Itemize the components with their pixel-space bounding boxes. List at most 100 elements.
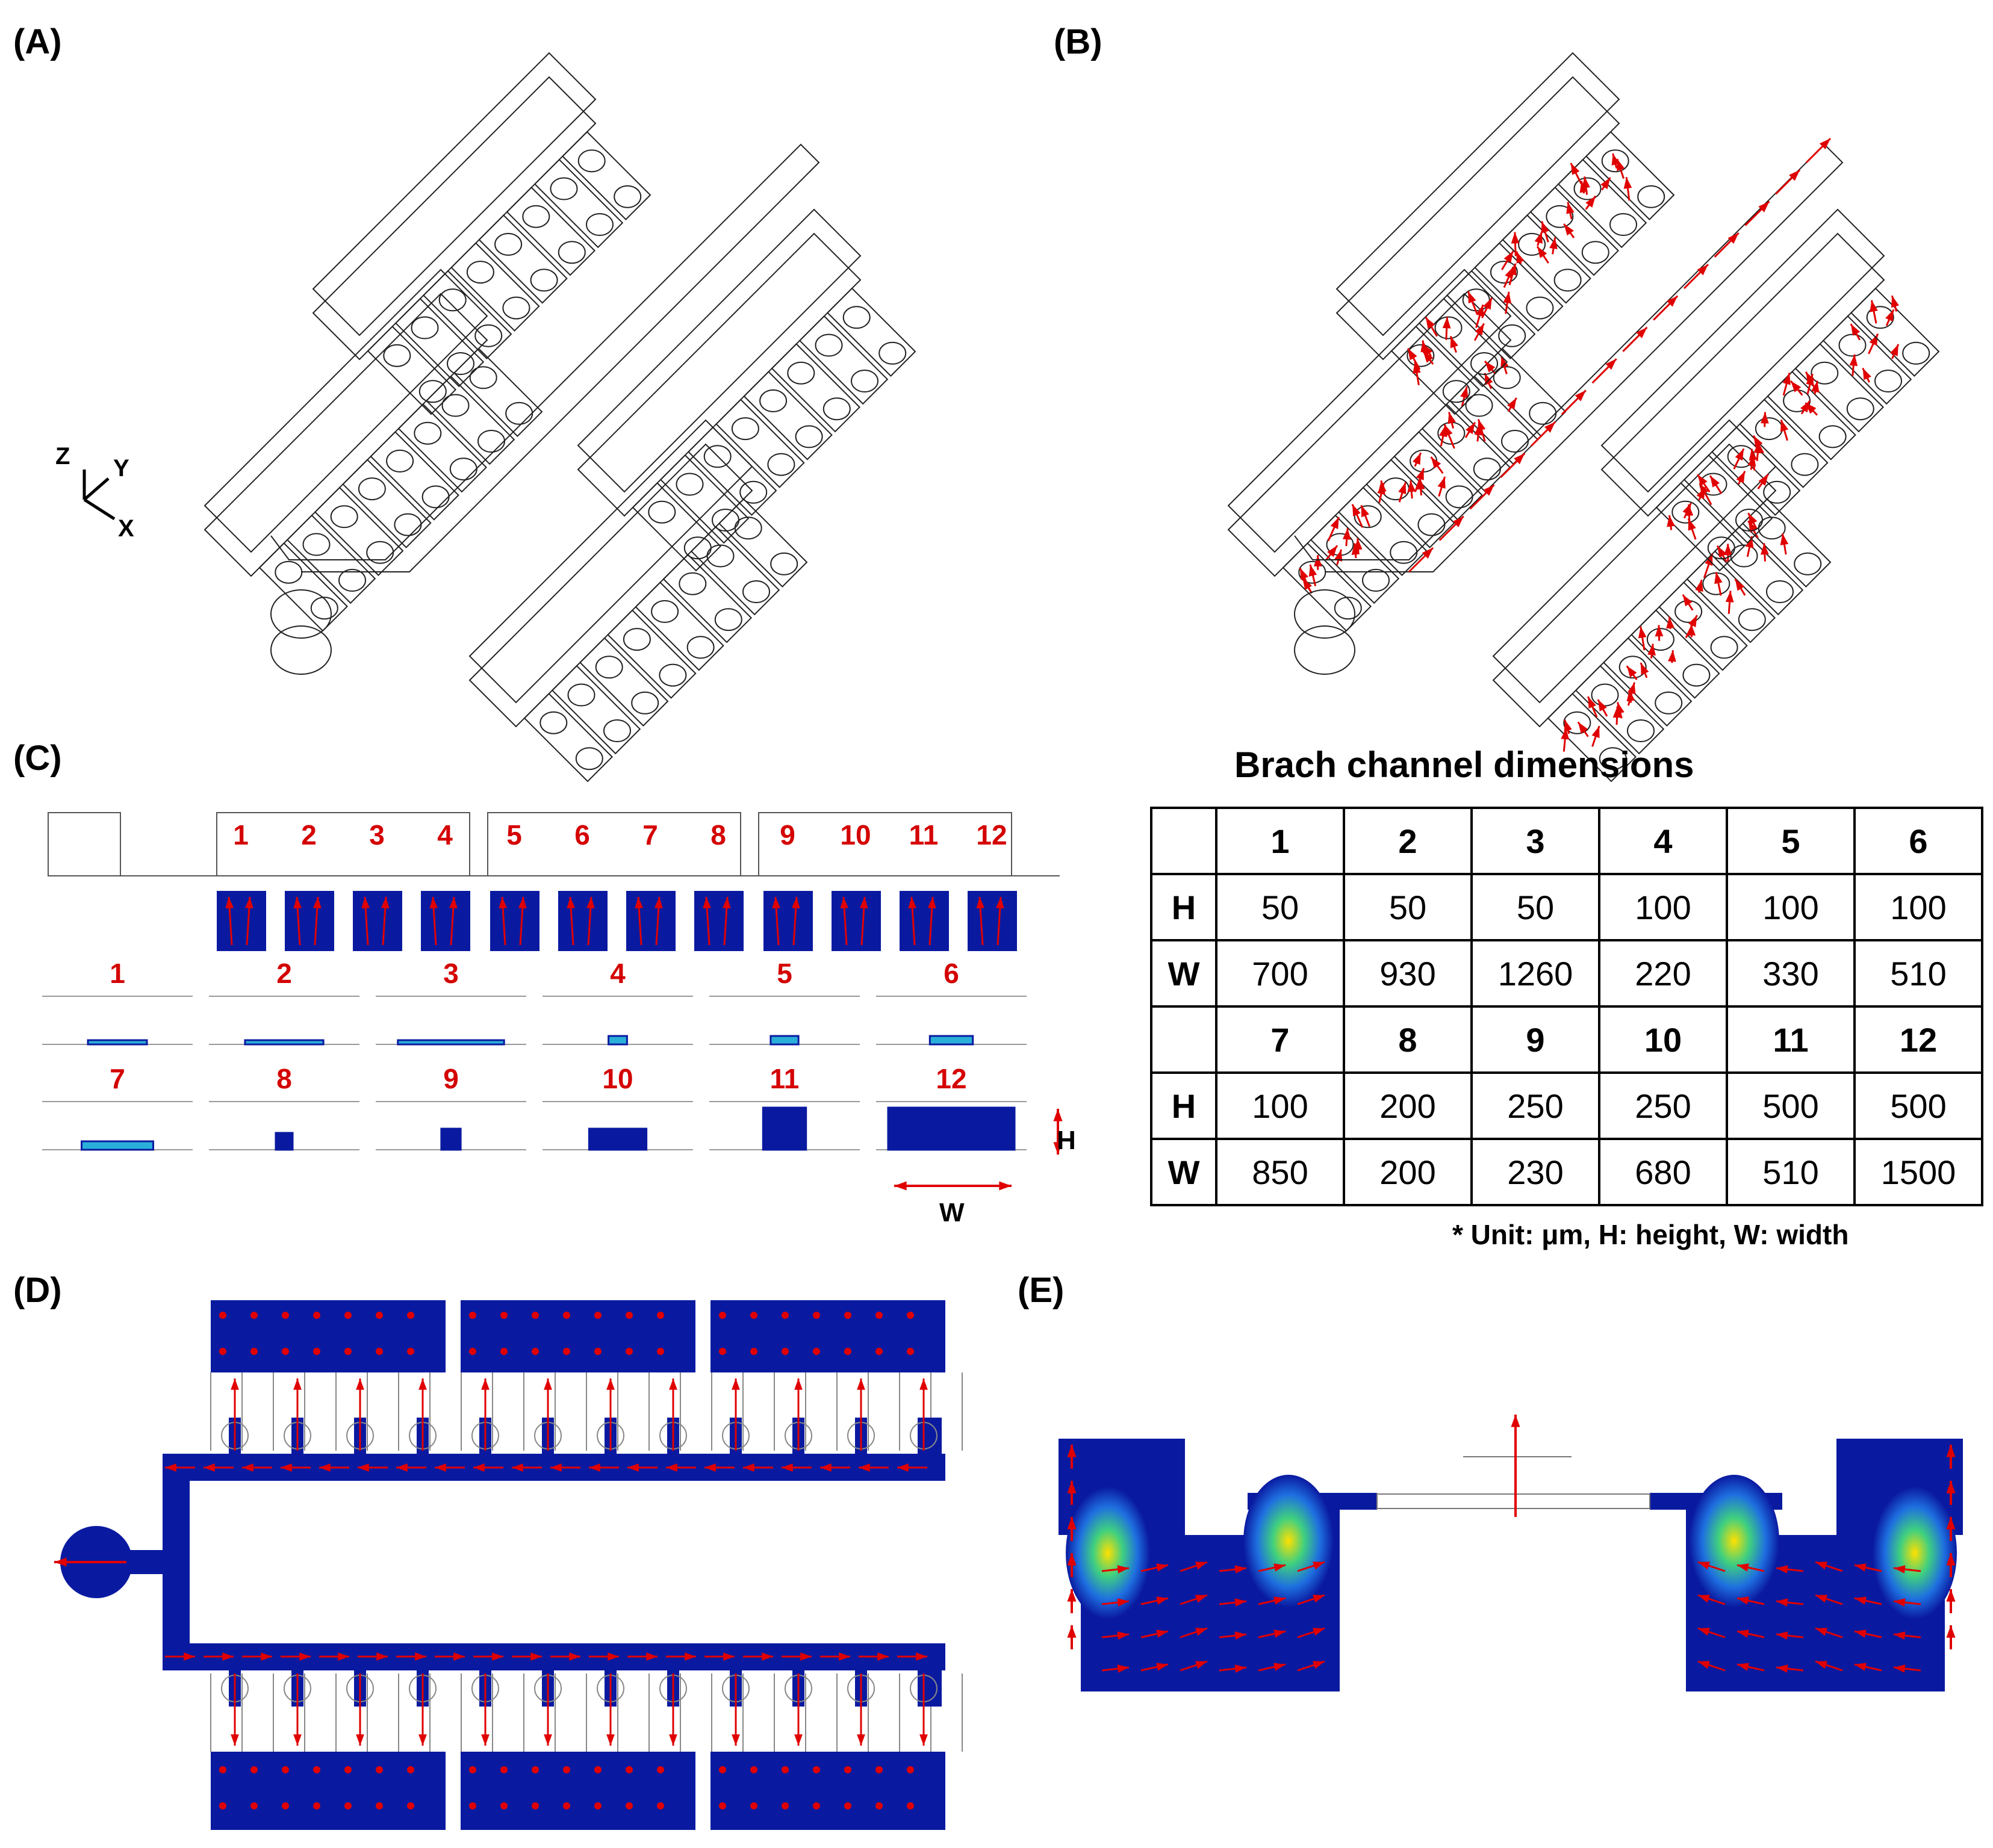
well: [686, 636, 715, 659]
section-number: 11: [770, 1063, 800, 1094]
well: [530, 268, 558, 292]
flow-arrow: [1697, 1660, 1726, 1672]
flow-point: [813, 1348, 820, 1355]
panel-label-e: (E): [1018, 1271, 1065, 1310]
well: [759, 389, 788, 412]
table-header-row-1: 1 2 3 4 5 6: [1150, 807, 1983, 875]
flow-arrow: [859, 1652, 889, 1661]
well: [474, 324, 503, 347]
channel-cross-section: [87, 1039, 148, 1046]
flow-arrow: [1780, 533, 1789, 555]
well: [386, 449, 414, 473]
flow-point: [626, 1348, 633, 1355]
section-number: 9: [443, 1063, 459, 1094]
flow-point: [875, 1802, 883, 1809]
flow-arrow: [1736, 1663, 1765, 1672]
table-cell: 500: [1726, 1071, 1856, 1140]
flow-arrow: [1507, 397, 1517, 412]
channel-cross-section: [770, 1035, 800, 1046]
flow-arrow: [772, 896, 781, 946]
table-cell: 850: [1215, 1138, 1345, 1206]
flow-arrow: [1946, 1553, 1956, 1577]
table-cell: 230: [1470, 1138, 1600, 1206]
flow-arrow: [1412, 452, 1422, 467]
well: [712, 509, 739, 532]
flow-point: [719, 1348, 726, 1355]
well: [302, 533, 331, 556]
well: [651, 600, 679, 623]
flow-arrow: [586, 896, 595, 946]
well: [878, 341, 907, 365]
table-col-head: 12: [1853, 1005, 1983, 1074]
flow-arrow: [820, 1652, 850, 1661]
branch-number: 7: [642, 819, 658, 851]
flow-arrow: [512, 1463, 542, 1472]
table-cell: 100: [1853, 873, 1983, 941]
well: [447, 352, 474, 375]
well: [466, 261, 494, 284]
flow-point: [219, 1766, 226, 1773]
flow-point: [813, 1802, 820, 1809]
section-number: 12: [936, 1063, 967, 1094]
flow-arrow: [1443, 424, 1455, 449]
culture-unit: [533, 158, 624, 249]
chamber-block: [1227, 293, 1512, 577]
culture-unit: [397, 403, 488, 493]
axis-z-label: Z: [55, 443, 70, 470]
chamber-top: [710, 1300, 945, 1372]
well: [1563, 711, 1591, 734]
flow-arrow: [1725, 591, 1734, 614]
flow-point: [626, 1312, 633, 1319]
flow-point: [563, 1766, 570, 1773]
flow-point: [750, 1766, 757, 1773]
well: [679, 572, 707, 595]
chamber-block: [1492, 443, 1777, 728]
flow-arrow: [1140, 1629, 1169, 1639]
culture-unit: [687, 426, 777, 516]
flow-point: [875, 1766, 883, 1773]
flow-arrow: [1501, 250, 1514, 270]
table-cell: 220: [1598, 939, 1728, 1008]
module-outline: [487, 812, 741, 876]
flow-arrow: [358, 1652, 388, 1661]
well: [1671, 500, 1700, 524]
well: [1874, 370, 1902, 392]
flow-arrow: [1067, 1517, 1077, 1541]
chamber-block: [1600, 232, 1885, 517]
channel-cross-section: [762, 1106, 807, 1151]
well: [1599, 747, 1627, 771]
culture-unit: [394, 297, 485, 388]
well: [676, 473, 704, 496]
chamber-block-top: [1600, 208, 1885, 493]
well: [614, 185, 642, 208]
flow-arrow: [449, 896, 458, 946]
well: [1445, 485, 1473, 509]
table-cell: 100: [1598, 873, 1728, 941]
branch-chamber: [763, 891, 813, 951]
flow-point: [750, 1802, 757, 1809]
flow-arrow: [1946, 1517, 1956, 1541]
flow-point: [532, 1802, 539, 1809]
table-col-head: 4: [1598, 807, 1728, 875]
flow-arrow: [1736, 1629, 1765, 1639]
flow-arrow: [418, 1378, 427, 1451]
well: [1866, 306, 1894, 329]
flow-arrow: [1477, 419, 1486, 442]
flow-point: [219, 1802, 226, 1809]
culture-unit: [1575, 665, 1665, 755]
flow-arrow: [1946, 1625, 1956, 1649]
section-number: 8: [276, 1063, 292, 1094]
section-number: 10: [602, 1063, 633, 1094]
section-number: 7: [110, 1063, 125, 1094]
inlet-neck: [120, 1550, 166, 1574]
flow-arrow: [1591, 358, 1617, 384]
flow-arrow: [1416, 478, 1425, 496]
well: [539, 711, 568, 734]
well: [1407, 344, 1435, 367]
culture-unit: [1446, 270, 1536, 360]
flow-arrow: [544, 1378, 552, 1451]
well: [731, 417, 759, 441]
culture-unit: [1418, 297, 1508, 388]
well: [577, 149, 606, 173]
flow-arrow: [1697, 1561, 1726, 1572]
